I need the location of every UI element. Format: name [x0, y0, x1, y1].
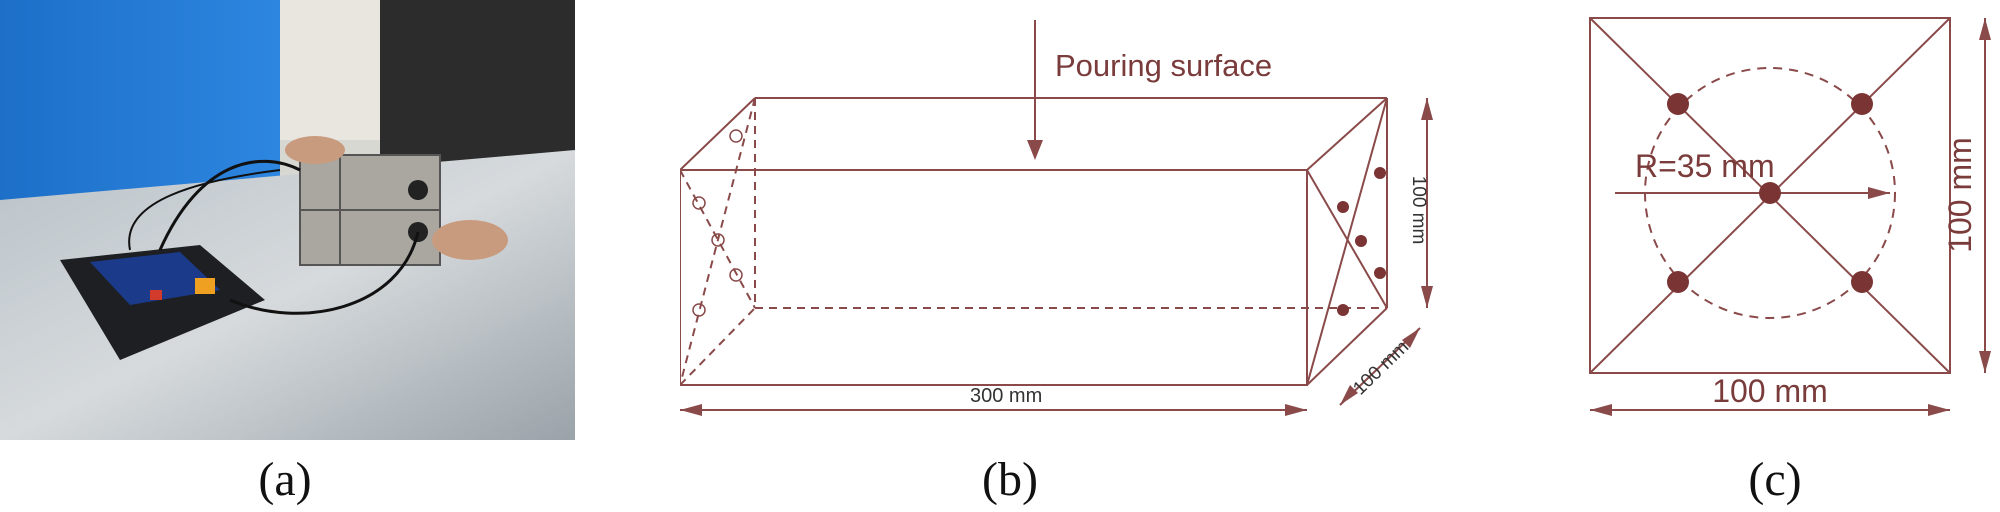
label-section-height: 100 mm — [1942, 137, 1978, 253]
caption-c: (c) — [1748, 453, 1802, 506]
panel-a: (a) — [0, 0, 575, 506]
hand — [432, 220, 508, 260]
cross-section-diagram: R=35 mm 100 mm 100 mm — [1589, 17, 1991, 416]
measurement-point — [1667, 93, 1689, 115]
measurement-point — [1667, 271, 1689, 293]
prism-front-face — [679, 169, 1308, 386]
caption-b: (b) — [982, 453, 1038, 506]
cable — [158, 159, 301, 251]
label-length: 300 mm — [970, 385, 1042, 407]
cable — [128, 169, 281, 251]
label-radius: R=35 mm — [1635, 148, 1775, 184]
measurement-point — [1851, 93, 1873, 115]
concrete-specimens — [299, 154, 441, 266]
ultrasonic-tester-device — [60, 245, 265, 360]
caption-a: (a) — [258, 453, 312, 506]
hand — [285, 136, 345, 164]
section-square — [1589, 17, 1951, 374]
label-pouring-surface: Pouring surface — [1055, 48, 1272, 83]
label-depth: 100 mm — [1349, 337, 1413, 400]
prism-diagram: Pouring surface 300 mm 100 mm 100 mm — [679, 20, 1433, 416]
label-height: 100 mm — [1408, 176, 1429, 245]
cable — [229, 231, 420, 315]
panel-b: Pouring surface 300 mm 100 mm 100 mm (b) — [679, 0, 1440, 512]
panel-c: R=35 mm 100 mm 100 mm (c) — [1585, 0, 2000, 512]
measurement-point — [1759, 182, 1781, 204]
measurement-point — [1851, 271, 1873, 293]
blue-cabinet — [0, 0, 280, 200]
ultrasonic-test-photo — [0, 0, 575, 440]
label-section-width: 100 mm — [1712, 373, 1828, 409]
